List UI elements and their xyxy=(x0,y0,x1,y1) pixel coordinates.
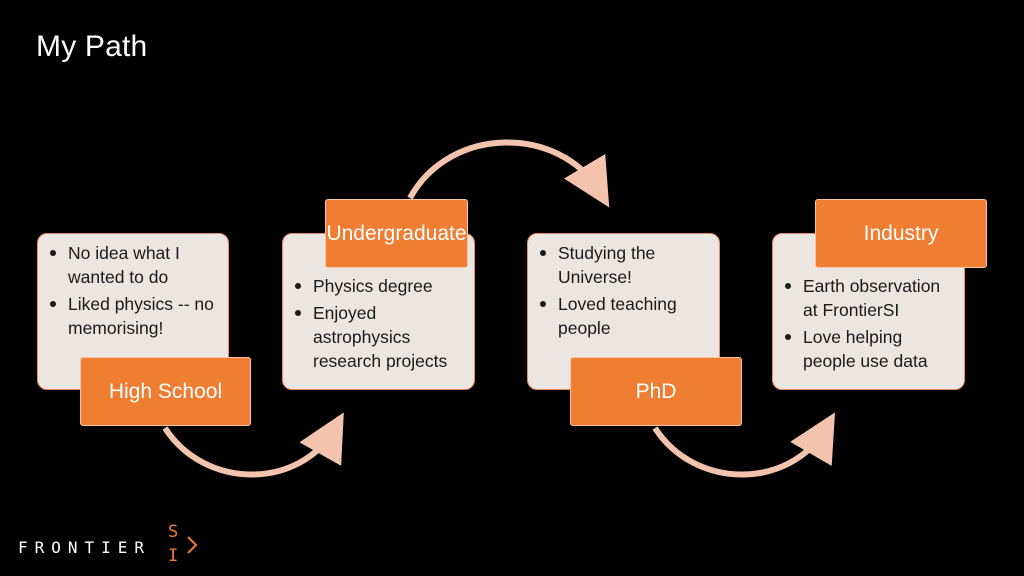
stage-label-undergraduate: Undergraduate xyxy=(325,199,468,268)
stage-bullet: Enjoyed astrophysics research projects xyxy=(291,301,466,373)
arrow-phd-to-industry xyxy=(652,412,836,478)
arrow-highschool-to-undergraduate xyxy=(162,412,344,478)
stage-card-undergraduate: Physics degree Enjoyed astrophysics rese… xyxy=(282,233,475,390)
logo-wordmark: FRONTIER xyxy=(18,538,152,557)
stage-label-high-school: High School xyxy=(80,357,251,426)
stage-bullet: Physics degree xyxy=(291,274,466,298)
stage-card-high-school: No idea what I wanted to do Liked physic… xyxy=(37,233,229,390)
logo-s: S xyxy=(168,522,179,542)
stage-label-industry: Industry xyxy=(815,199,987,268)
arrow-undergraduate-to-phd xyxy=(407,139,610,208)
slide-title: My Path xyxy=(36,30,148,63)
chevron-right-icon xyxy=(187,536,198,554)
stage-bullet: No idea what I wanted to do xyxy=(46,241,220,289)
stage-bullet: Loved teaching people xyxy=(536,292,711,340)
stage-bullet: Liked physics -- no memorising! xyxy=(46,292,220,340)
stage-bullet: Studying the Universe! xyxy=(536,241,711,289)
logo-i: I xyxy=(168,546,179,566)
stage-bullet: Love helping people use data xyxy=(781,325,956,373)
stage-label-phd: PhD xyxy=(570,357,742,426)
stage-bullet: Earth observation at FrontierSI xyxy=(781,274,956,322)
